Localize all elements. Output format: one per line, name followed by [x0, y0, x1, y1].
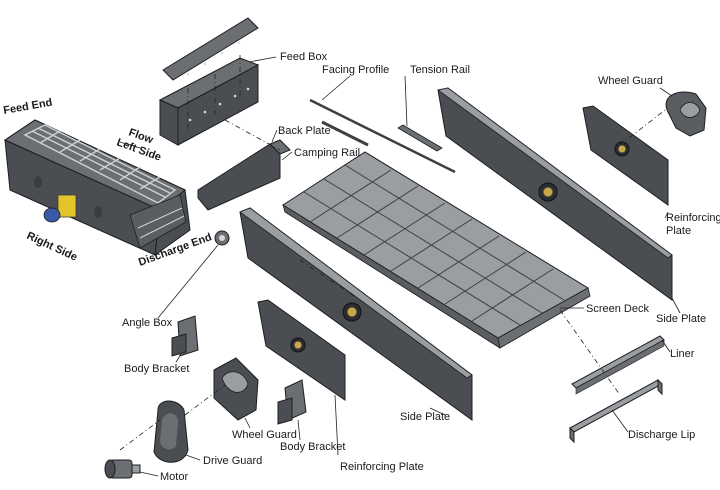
liner-part — [571, 335, 665, 395]
reinforcing-plate-right-part — [582, 105, 669, 206]
label-body-bracket-left: Body Bracket — [124, 363, 189, 375]
label-reinforcing-plate-bottom: Reinforcing Plate — [340, 461, 424, 473]
body-bracket-left-part — [171, 315, 199, 357]
side-plate-bottom-part — [239, 207, 473, 421]
label-side-plate-right: Side Plate — [656, 313, 706, 325]
wheel-guard-top-part — [665, 91, 707, 137]
feed-box-top-strip — [162, 17, 259, 81]
side-plate-right-part — [437, 87, 673, 301]
label-liner: Liner — [670, 348, 695, 360]
label-back-plate: Back Plate — [278, 125, 331, 137]
reinforcing-plate-bottom-part — [257, 299, 346, 401]
assembled-motor-housing — [57, 194, 77, 218]
facing-profile-part — [309, 98, 456, 174]
wheel-guard-bottom-part — [213, 357, 259, 421]
label-right-side: Right Side — [25, 230, 79, 264]
discharge-lip-part — [569, 378, 663, 444]
label-feed-end: Feed End — [2, 97, 53, 117]
label-side-plate-bottom: Side Plate — [400, 411, 450, 423]
motor-part — [104, 459, 141, 479]
angle-box-part — [214, 230, 230, 246]
label-motor: Motor — [160, 471, 188, 483]
screen-deck-part — [282, 151, 591, 349]
label-camping-rail: Camping Rail — [294, 147, 360, 159]
label-feed-box: Feed Box — [280, 51, 328, 63]
label-facing-profile: Facing Profile — [322, 64, 389, 76]
tension-rail-part — [397, 124, 443, 152]
back-plate-part — [197, 139, 291, 211]
label-drive-guard: Drive Guard — [203, 455, 262, 467]
drive-guard-part — [153, 400, 189, 463]
label-wheel-guard-top: Wheel Guard — [598, 75, 663, 87]
label-discharge-lip: Discharge Lip — [628, 429, 695, 441]
assembled-motor — [43, 207, 61, 223]
label-angle-box: Angle Box — [122, 317, 173, 329]
feed-box-part — [158, 17, 260, 146]
label-screen-deck: Screen Deck — [586, 303, 649, 315]
body-bracket-bottom-part — [277, 379, 307, 425]
label-wheel-guard-bottom: Wheel Guard — [232, 429, 297, 441]
assembled-screen — [3, 119, 191, 257]
label-body-bracket-bottom: Body Bracket — [280, 441, 345, 453]
label-tension-rail: Tension Rail — [410, 64, 470, 76]
assembled-screen-grid — [23, 124, 177, 204]
